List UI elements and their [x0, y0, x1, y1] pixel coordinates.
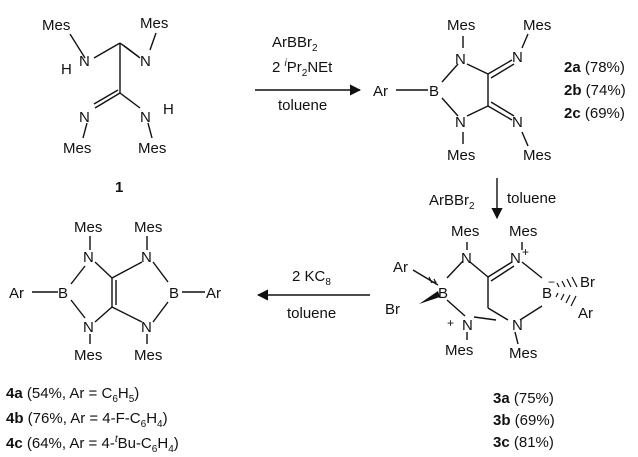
c4-mes-top-right: Mes — [134, 219, 162, 236]
c1-n-bottom-right: N — [140, 109, 151, 126]
c4-n-bottom-right: N — [141, 319, 152, 336]
step2-solvent: toluene — [507, 190, 556, 207]
c2-n-imine-top: N — [512, 49, 523, 66]
c2-n-imine-bottom: N — [512, 114, 523, 131]
c3-n-top-left: N — [461, 250, 472, 267]
c4-n-top-left: N — [83, 249, 94, 266]
compound-4-structure — [32, 236, 205, 344]
c2-ar: Ar — [373, 83, 388, 100]
step2-conditions: ArBBr2 toluene — [429, 190, 556, 212]
c1-h-left: H — [61, 61, 72, 78]
c1-n-bottom-left: N — [79, 109, 90, 126]
c2-mes-bottom-left: Mes — [447, 147, 475, 164]
step1-reagent-2: 2 iPr2NEt — [272, 58, 333, 79]
c3-hash-ar-right — [555, 292, 577, 307]
c3-n-bottom-left: N — [462, 317, 473, 334]
c1-mes-bottom-left: Mes — [63, 140, 91, 157]
yield-2a: 2a (78%) — [564, 59, 625, 76]
c1-mes-bottom-right: Mes — [138, 140, 166, 157]
c4-n-bottom-left: N — [83, 319, 94, 336]
c1-n-left: N — [79, 53, 90, 70]
c3-wedge-br-left — [419, 291, 440, 304]
c3-b-left: B — [438, 285, 448, 302]
c2-mes-top-left: Mes — [447, 17, 475, 34]
c3-n-bottom-right: N — [512, 317, 523, 334]
c3-mes-bottom-right: Mes — [509, 345, 537, 362]
step3-conditions: 2 KC8 toluene — [287, 268, 336, 322]
yield-2b: 2b (74%) — [564, 82, 626, 99]
c1-h-right: H — [163, 101, 174, 118]
c3-hash-br-right — [556, 276, 578, 288]
compound-4-labels: Ar B N N N N B Ar Mes Mes Mes Mes 4a (54… — [6, 219, 221, 455]
yield-4a: 4a (54%, Ar = C6H5) — [6, 385, 139, 405]
compound-1-labels: Mes Mes H N N N N H Mes Mes 1 — [42, 15, 174, 196]
compound-3-structure — [412, 242, 543, 345]
yield-4c: 4c (64%, Ar = 4-tBu-C6H4) — [6, 434, 179, 455]
step3-solvent: toluene — [287, 305, 336, 322]
c4-ar-left: Ar — [9, 285, 24, 302]
c3-b-right: B — [542, 285, 552, 302]
c3-plus-right: + — [522, 245, 529, 259]
c4-mes-top-left: Mes — [74, 219, 102, 236]
yield-3c: 3c (81%) — [493, 434, 554, 451]
compound-2-labels: Ar B N N N N Mes Mes Mes Mes 2a (78%) 2b… — [373, 17, 626, 164]
c3-n-top-right: N — [510, 250, 521, 267]
yield-4b: 4b (76%, Ar = 4-F-C6H4) — [6, 410, 168, 430]
c3-mes-top-right: Mes — [509, 223, 537, 240]
c2-mes-bottom-right: Mes — [523, 147, 551, 164]
yield-3a: 3a (75%) — [493, 390, 554, 407]
c1-mes-top-left: Mes — [42, 17, 70, 34]
c4-b-left: B — [58, 285, 68, 302]
c2-mes-top-right: Mes — [523, 17, 551, 34]
compound-1-structure — [69, 32, 157, 139]
compound-3-labels: Ar Br B − N N + N + N B − Br Ar Mes Mes … — [385, 223, 595, 451]
c3-minus-right: − — [548, 275, 555, 289]
c3-ar-right: Ar — [578, 305, 593, 322]
step3-reagent: 2 KC8 — [292, 268, 331, 288]
c4-mes-bottom-left: Mes — [74, 347, 102, 364]
step1-conditions: ArBBr2 2 iPr2NEt toluene — [272, 34, 333, 114]
step1-solvent: toluene — [278, 97, 327, 114]
c4-b-right: B — [169, 285, 179, 302]
yield-3b: 3b (69%) — [493, 412, 555, 429]
c2-n-bottom: N — [455, 114, 466, 131]
c1-n-right: N — [140, 53, 151, 70]
step2-reagent: ArBBr2 — [429, 192, 475, 212]
c1-mes-top-right: Mes — [140, 15, 168, 32]
c4-ar-right: Ar — [206, 285, 221, 302]
c3-br-left: Br — [385, 301, 400, 318]
c3-mes-bottom-left: Mes — [445, 342, 473, 359]
compound-1-number: 1 — [115, 179, 123, 196]
c2-n-top: N — [455, 51, 466, 68]
c3-hash-ar-left — [428, 276, 437, 284]
c3-plus-left: + — [447, 316, 454, 330]
yield-2c: 2c (69%) — [564, 105, 625, 122]
c3-ar-left: Ar — [393, 259, 408, 276]
c4-mes-bottom-right: Mes — [134, 347, 162, 364]
step1-reagent-1: ArBBr2 — [272, 34, 318, 54]
c4-n-top-right: N — [141, 249, 152, 266]
c3-br-right: Br — [580, 274, 595, 291]
c3-minus-left: − — [430, 275, 437, 289]
compound-2-structure — [396, 33, 529, 147]
c3-mes-top-left: Mes — [451, 223, 479, 240]
c2-b: B — [429, 83, 439, 100]
